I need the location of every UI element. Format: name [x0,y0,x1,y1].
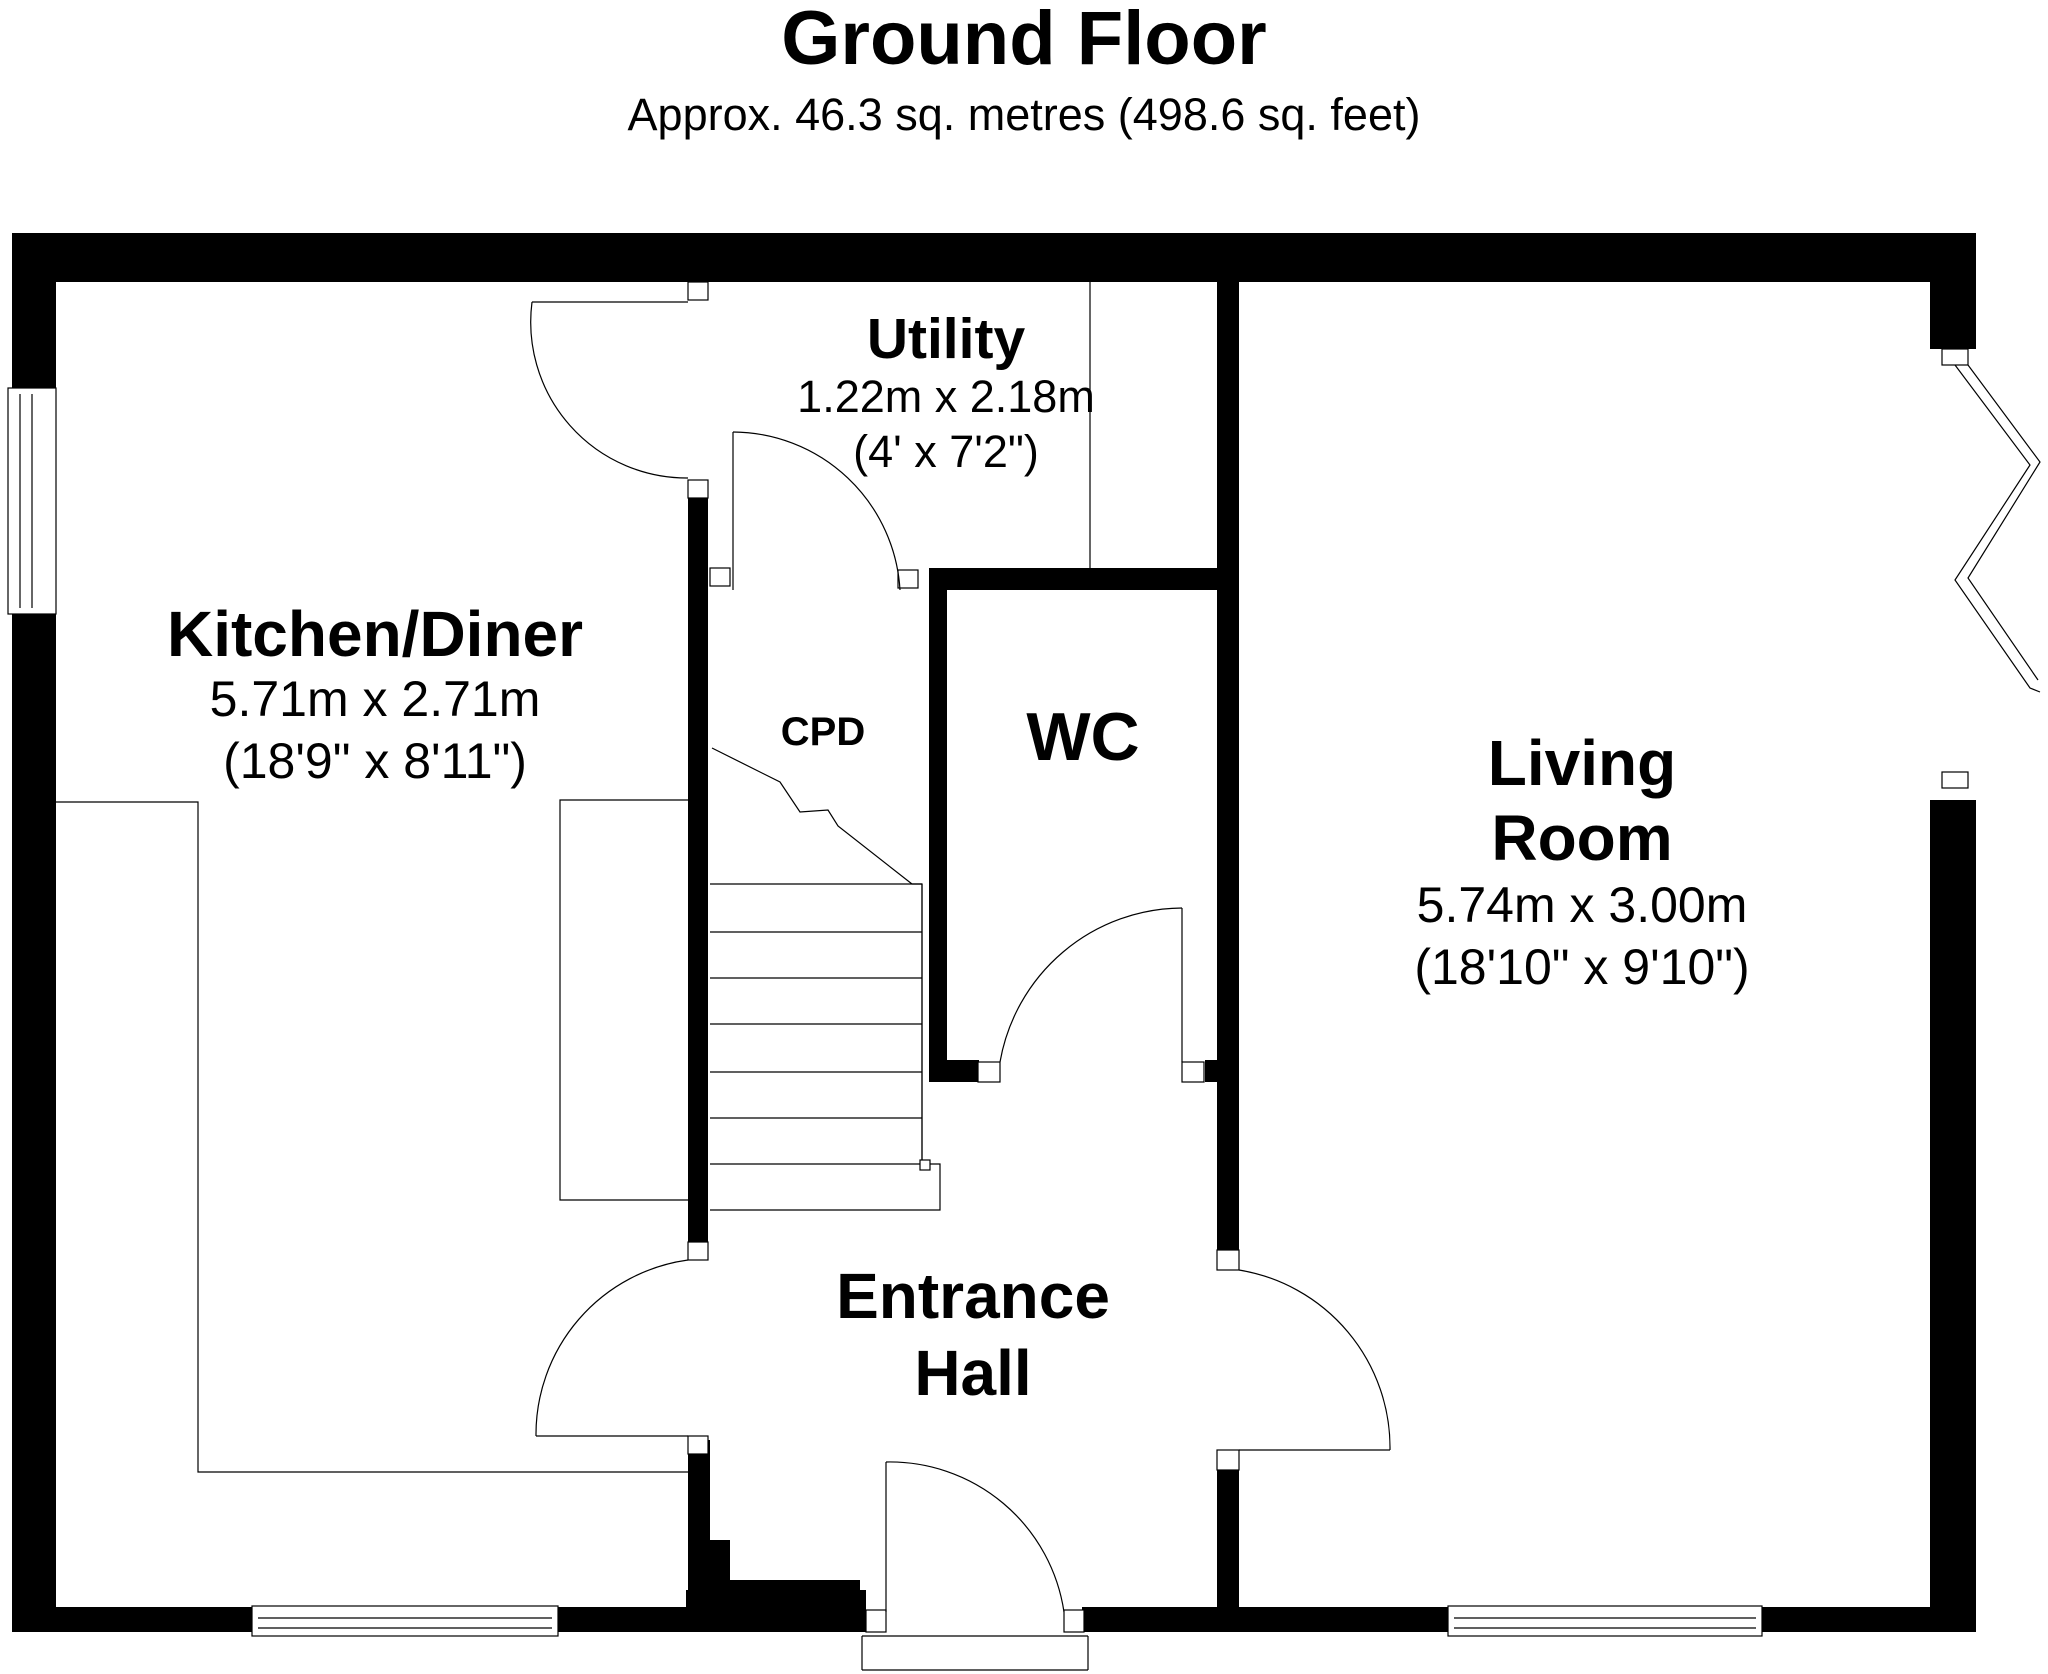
room-utility: Utility 1.22m x 2.18m (4' x 7'2") [797,307,1095,477]
door-swings [530,301,2041,1671]
door-jambs [687,281,1969,1633]
staircase [710,747,941,1211]
utility-metric: 1.22m x 2.18m [797,371,1095,422]
wc-label: WC [1026,699,1139,775]
cpd-label: CPD [781,710,865,754]
windows [7,387,1763,1637]
hall-name-line2: Hall [914,1337,1031,1409]
utility-name: Utility [867,307,1026,371]
room-hall: Entrance Hall [836,1260,1110,1409]
exterior-walls [12,233,1976,1632]
interior-walls [688,275,1239,1620]
room-kitchen: Kitchen/Diner 5.71m x 2.71m (18'9" x 8'1… [167,598,583,789]
living-metric: 5.74m x 3.00m [1417,877,1748,933]
kitchen-imperial: (18'9" x 8'11") [223,733,527,789]
kitchen-metric: 5.71m x 2.71m [210,671,541,727]
room-living: Living Room 5.74m x 3.00m (18'10" x 9'10… [1414,727,1749,995]
living-name-line1: Living [1488,727,1676,799]
utility-imperial: (4' x 7'2") [853,426,1039,477]
living-front-window [1447,1605,1763,1637]
plan-area: Approx. 46.3 sq. metres (498.6 sq. feet) [628,89,1421,140]
hall-name-line1: Entrance [836,1260,1110,1332]
living-imperial: (18'10" x 9'10") [1414,939,1749,995]
kitchen-name: Kitchen/Diner [167,598,583,670]
plan-title: Ground Floor [781,0,1266,81]
kitchen-front-window [251,1605,559,1637]
kitchen-worktops [56,799,688,1473]
living-name-line2: Room [1491,802,1672,874]
